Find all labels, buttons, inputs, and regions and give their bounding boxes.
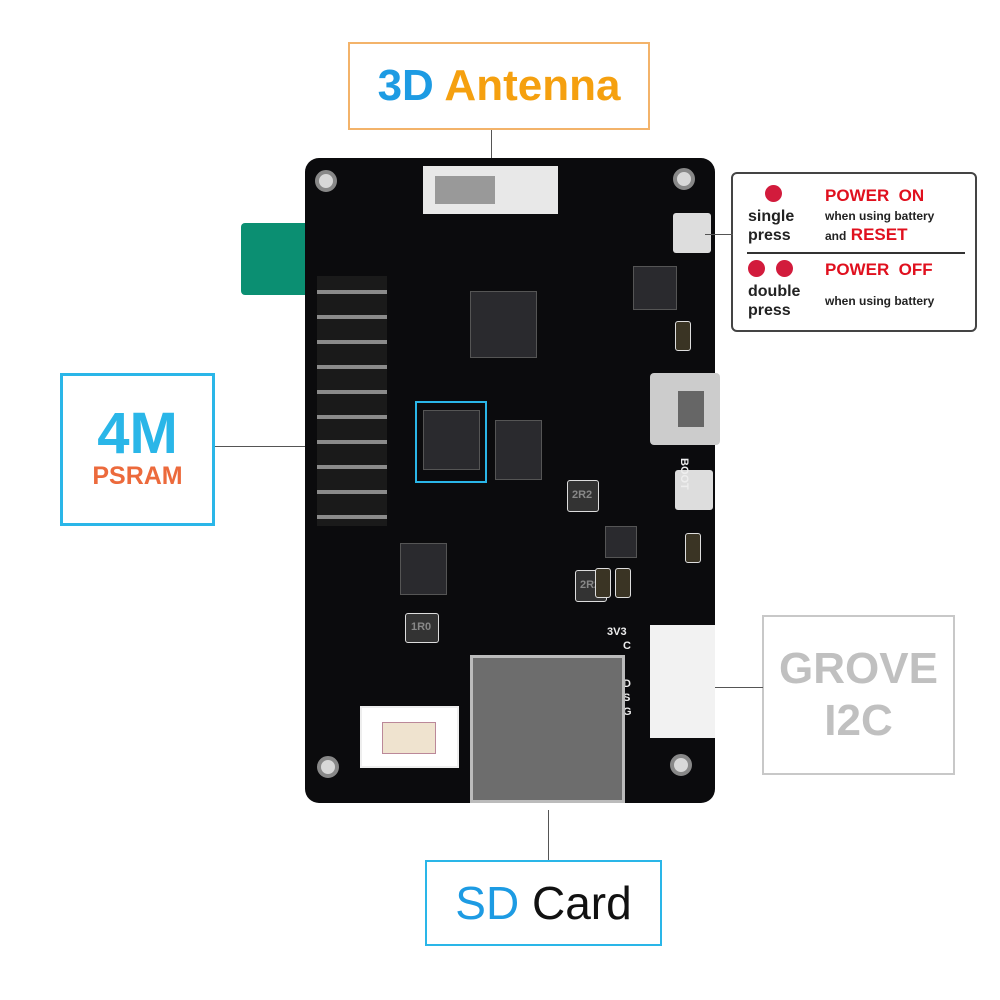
antenna-label: 3D Antenna xyxy=(348,42,650,130)
esp32-chip xyxy=(470,291,537,358)
pin-header xyxy=(317,276,387,526)
battery-connector[interactable] xyxy=(360,706,459,768)
boot-label: BOOT xyxy=(678,458,690,490)
antenna-label-text: Antenna xyxy=(444,61,621,110)
usb-chip xyxy=(633,266,677,310)
usb-port[interactable] xyxy=(650,373,720,445)
double-dot-icon xyxy=(748,260,765,277)
capacitor xyxy=(685,533,701,563)
flash-chip xyxy=(495,420,542,480)
capacitor xyxy=(595,568,611,598)
and-label: and xyxy=(825,229,847,243)
grove-d-label: D xyxy=(623,678,631,690)
regulator-chip xyxy=(400,543,447,595)
sd-label-card: Card xyxy=(531,877,632,929)
grove-c-label: C xyxy=(623,640,631,652)
capacitor xyxy=(675,321,691,351)
grove-label-line1: GROVE xyxy=(779,644,938,693)
mounting-hole xyxy=(315,170,337,192)
pcb-board: 2R2 2R2 1R0 BOOT 3V3 C D S G xyxy=(305,158,720,803)
reset-line: and RESET xyxy=(825,225,907,245)
sd-label-sd: SD xyxy=(455,877,520,929)
inductor-label: 1R0 xyxy=(411,621,432,633)
mounting-hole xyxy=(317,756,339,778)
inductor: 2R2 xyxy=(567,480,599,512)
power-button[interactable] xyxy=(673,213,711,253)
single-dot-icon xyxy=(765,185,782,202)
battery-note-2: when using battery xyxy=(825,294,935,308)
capacitor xyxy=(615,568,631,598)
pmu-chip xyxy=(605,526,637,558)
power-button-info: single press POWER ON when using battery… xyxy=(731,172,977,332)
sd-card-slot[interactable] xyxy=(470,655,625,803)
grove-g-label: G xyxy=(623,706,632,718)
inductor-label: 2R2 xyxy=(572,489,593,501)
grove-leader-line xyxy=(715,687,763,688)
grove-3v3-label: 3V3 xyxy=(607,626,627,638)
sd-leader-line xyxy=(548,810,549,860)
double-press-label: double press xyxy=(748,283,801,319)
grove-label-line2: I2C xyxy=(824,696,893,745)
reset-label: RESET xyxy=(850,225,908,244)
power-on-label: POWER ON xyxy=(825,186,925,205)
power-leader-line xyxy=(705,234,733,235)
ceramic-antenna xyxy=(423,166,558,214)
boot-button[interactable] xyxy=(675,470,713,510)
inductor: 1R0 xyxy=(405,613,439,643)
battery-note-1: when using battery xyxy=(825,209,935,223)
psram-highlight xyxy=(415,401,487,483)
grove-label: GROVE I2C xyxy=(762,615,955,775)
mounting-hole xyxy=(673,168,695,190)
grove-connector[interactable] xyxy=(650,625,715,738)
antenna-label-3d: 3D xyxy=(377,61,434,110)
psram-name: PSRAM xyxy=(92,462,183,490)
divider xyxy=(747,252,965,254)
psram-size: 4M xyxy=(97,401,178,466)
double-dot-icon xyxy=(776,260,793,277)
antenna-leader-line xyxy=(491,130,492,160)
power-off-label: POWER OFF xyxy=(825,260,933,279)
mounting-hole xyxy=(670,754,692,776)
psram-label: 4M PSRAM xyxy=(60,373,215,526)
battery-tab xyxy=(241,223,311,295)
single-press-label: single press xyxy=(748,208,795,244)
grove-s-label: S xyxy=(623,692,631,704)
psram-chip xyxy=(423,410,480,470)
sd-card-label: SD Card xyxy=(425,860,662,946)
